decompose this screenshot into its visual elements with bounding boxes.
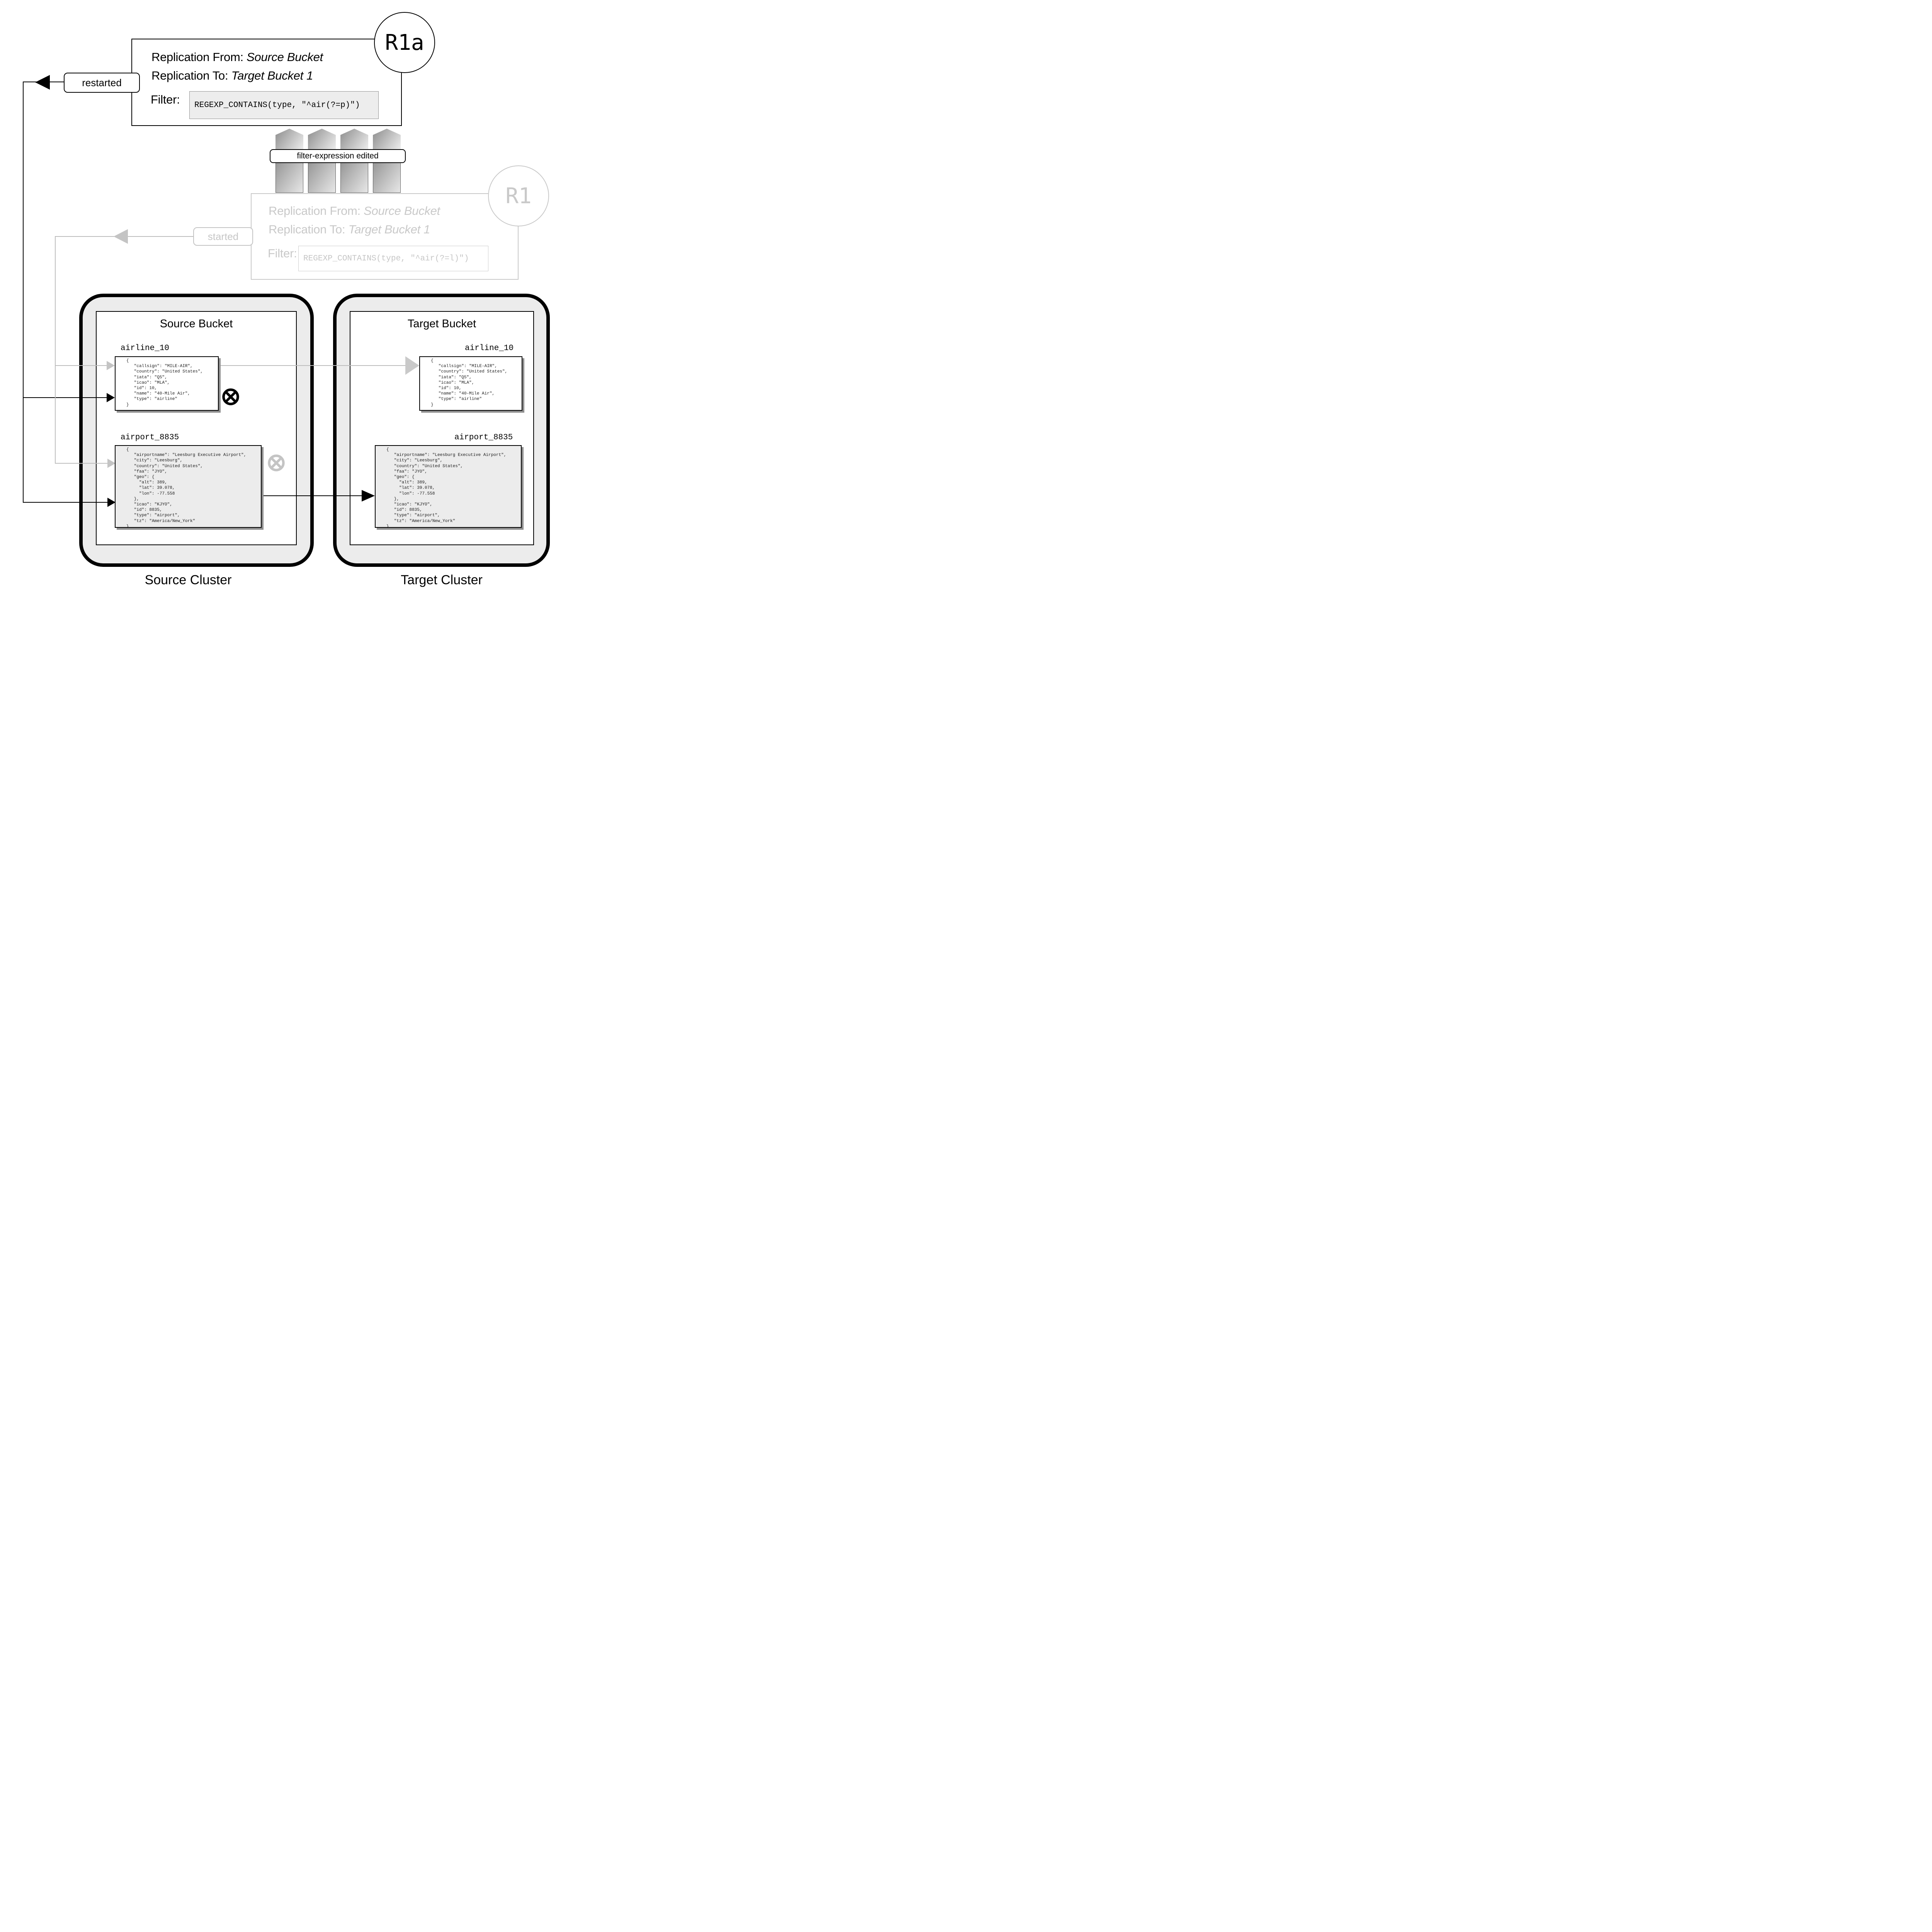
r1a-replication-from: Replication From: Source Bucket xyxy=(151,50,323,64)
source-airline-doc-id: airline_10 xyxy=(121,344,170,353)
black-arrowhead-airport-icon xyxy=(107,498,116,507)
airport-replication-line xyxy=(262,495,362,496)
airline-replication-line xyxy=(219,365,405,366)
r1a-from-label: Replication From: xyxy=(151,50,243,64)
target-airline-doc-id: airline_10 xyxy=(465,344,514,353)
gray-arrowhead-left-icon xyxy=(114,229,128,244)
rule-box-r1: Replication From: Source Bucket Replicat… xyxy=(251,193,519,280)
up-arrow-shaft-icon xyxy=(340,162,368,193)
blocked-circle xyxy=(268,454,285,471)
source-airline-doc: { "callsign": "MILE-AIR", "country": "Un… xyxy=(115,356,219,411)
r1a-badge: R1a xyxy=(374,12,435,73)
replication-diagram: Replication From: Source Bucket Replicat… xyxy=(0,0,566,600)
target-airline-doc: { "callsign": "MILE-AIR", "country": "Un… xyxy=(419,356,522,411)
target-airport-json: { "airportname": "Leesburg Executive Air… xyxy=(386,447,507,528)
r1-replication-from: Replication From: Source Bucket xyxy=(269,204,440,218)
source-cluster-label: Source Cluster xyxy=(145,573,232,587)
r1-replication-to: Replication To: Target Bucket 1 xyxy=(269,223,430,236)
r1a-from-value: Source Bucket xyxy=(247,50,323,64)
target-bucket-title: Target Bucket xyxy=(407,318,476,330)
restarted-flow-vline xyxy=(23,82,24,503)
airline-blocked-icon xyxy=(222,388,239,405)
r1a-to-value: Target Bucket 1 xyxy=(231,69,313,82)
r1-filter-label: Filter: xyxy=(268,247,297,260)
gray-branch-airport-line xyxy=(55,463,107,464)
rule-box-r1a: Replication From: Source Bucket Replicat… xyxy=(131,39,402,126)
black-branch-airline-line xyxy=(23,397,107,398)
airport-blocked-gray-icon xyxy=(268,454,285,471)
r1-to-value: Target Bucket 1 xyxy=(348,223,430,236)
r1-filter-expression: REGEXP_CONTAINS(type, "^air(?=l)") xyxy=(298,246,488,271)
started-label: started xyxy=(193,227,253,246)
up-arrow-head-icon xyxy=(308,129,336,150)
source-airport-doc: { "airportname": "Leesburg Executive Air… xyxy=(115,445,262,528)
target-airport-doc-id: airport_8835 xyxy=(454,433,513,442)
target-airline-json: { "callsign": "MILE-AIR", "country": "Un… xyxy=(431,359,508,407)
r1-to-label: Replication To: xyxy=(269,223,345,236)
up-arrow-shaft-icon xyxy=(276,162,303,193)
black-arrowhead-airline-icon xyxy=(107,393,115,402)
target-cluster-label: Target Cluster xyxy=(401,573,483,587)
blocked-circle xyxy=(222,388,239,405)
source-airport-json: { "airportname": "Leesburg Executive Air… xyxy=(126,447,247,528)
gray-arrowhead-airline-icon xyxy=(107,361,115,370)
r1-from-label: Replication From: xyxy=(269,204,361,218)
r1a-to-label: Replication To: xyxy=(151,69,228,82)
up-arrow-shaft-icon xyxy=(373,162,401,193)
restarted-label: restarted xyxy=(64,73,140,93)
filter-edited-banner: filter-expression edited xyxy=(270,149,406,163)
blocked-cross-2 xyxy=(270,457,282,469)
gray-branch-airline-line xyxy=(55,365,107,366)
gray-arrowhead-target-airline-icon xyxy=(405,356,419,375)
r1a-replication-to: Replication To: Target Bucket 1 xyxy=(151,69,313,83)
gray-arrowhead-airport-icon xyxy=(107,459,116,468)
started-flow-hline xyxy=(55,236,251,237)
started-flow-vline xyxy=(55,236,56,464)
target-airport-doc: { "airportname": "Leesburg Executive Air… xyxy=(375,445,522,528)
black-branch-airport-line xyxy=(23,502,107,503)
source-airline-json: { "callsign": "MILE-AIR", "country": "Un… xyxy=(126,359,203,407)
up-arrow-head-icon xyxy=(340,129,368,150)
r1a-filter-label: Filter: xyxy=(151,93,180,106)
source-airport-doc-id: airport_8835 xyxy=(121,433,179,442)
black-arrowhead-left-icon xyxy=(35,75,50,90)
r1a-filter-expression: REGEXP_CONTAINS(type, "^air(?=p)") xyxy=(189,91,379,119)
up-arrow-head-icon xyxy=(373,129,401,150)
black-arrowhead-target-airport-icon xyxy=(362,490,375,502)
r1-badge: R1 xyxy=(488,165,549,226)
up-arrow-shaft-icon xyxy=(308,162,336,193)
up-arrow-head-icon xyxy=(276,129,303,150)
source-bucket-title: Source Bucket xyxy=(160,318,233,330)
r1-from-value: Source Bucket xyxy=(364,204,440,218)
blocked-cross-2 xyxy=(225,391,236,403)
